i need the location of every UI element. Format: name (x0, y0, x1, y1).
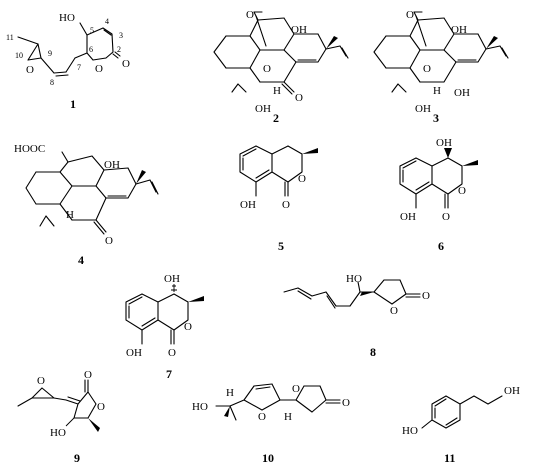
c9-carbonyl-o: O (84, 369, 92, 381)
c8-ring-o: O (390, 305, 398, 317)
c5-oh: OH (240, 199, 256, 211)
c4-hooc: HOOC (14, 143, 45, 155)
c10-h2: H (284, 411, 292, 423)
c1-ring-o: O (95, 63, 103, 75)
c10-ring-o2: O (292, 383, 300, 395)
compound-number-8: 8 (370, 345, 376, 359)
compound-9: O O O HO 9 (17, 369, 105, 465)
compound-7: OH O O OH 7 (125, 273, 204, 381)
c7-carbonyl-o: O (168, 347, 176, 359)
compound-6: OH O O OH 6 (399, 137, 478, 253)
c1-atom-9: 9 (48, 49, 52, 58)
c3-bridge-o: O (423, 63, 431, 75)
c3-oh-bottom: OH (415, 103, 431, 115)
c9-epoxide-o: O (37, 375, 45, 387)
compound-number-10: 10 (262, 451, 274, 465)
compound-4: HOOC OH H O 4 (14, 143, 159, 267)
c3-oh-top: OH (451, 24, 467, 36)
c1-ho: HO (59, 12, 75, 24)
compound-3: O OH O H OH OH 3 (373, 9, 509, 125)
c5-carbonyl-o: O (282, 199, 290, 211)
c1-epoxide-o: O (26, 64, 34, 76)
compound-1: HO 5 4 3 2 6 7 8 9 10 11 O O O 1 (6, 12, 130, 111)
compound-5: O O OH 5 (239, 145, 318, 253)
compound-8: HO O O 8 (283, 273, 430, 359)
c6-carbonyl-o: O (442, 211, 450, 223)
c10-ring-o1: O (258, 411, 266, 423)
c1-carbonyl-o: O (122, 58, 130, 70)
c10-h1: H (226, 387, 234, 399)
compound-10: HO H O O H O 10 (192, 383, 350, 465)
c6-oh-top: OH (436, 137, 452, 149)
compound-number-6: 6 (438, 239, 444, 253)
c4-ketone-o: O (105, 235, 113, 247)
c11-ho: HO (402, 425, 418, 437)
c6-oh: OH (400, 211, 416, 223)
c1-atom-2: 2 (117, 45, 121, 54)
c11-oh: OH (504, 385, 520, 397)
c2-bridge-o: O (263, 63, 271, 75)
c4-oh-top: OH (104, 159, 120, 171)
compound-number-3: 3 (433, 111, 439, 125)
c2-ketone2-o: O (295, 92, 303, 104)
c9-ho: HO (50, 427, 66, 439)
c8-carbonyl-o: O (422, 290, 430, 302)
c10-carbonyl-o: O (342, 397, 350, 409)
c1-atom-8: 8 (50, 78, 54, 87)
compound-2: O OH O H O OH 2 (213, 9, 349, 125)
compound-number-5: 5 (278, 239, 284, 253)
c3-oh-right: OH (454, 87, 470, 99)
c10-ho: HO (192, 401, 208, 413)
compound-number-11: 11 (444, 451, 455, 465)
c2-h: H (273, 85, 281, 97)
compound-11: HO OH 11 (402, 385, 520, 465)
c3-ketone-o: O (406, 9, 414, 21)
c1-atom-5: 5 (90, 26, 94, 35)
c1-atom-6: 6 (89, 45, 93, 54)
compound-number-2: 2 (273, 111, 279, 125)
c5-ring-o: O (298, 173, 306, 185)
c3-h: H (433, 85, 441, 97)
c6-ring-o: O (458, 185, 466, 197)
c9-ring-o: O (97, 401, 105, 413)
c2-oh-top: OH (291, 24, 307, 36)
compound-number-7: 7 (166, 367, 172, 381)
compound-number-9: 9 (74, 451, 80, 465)
c2-ketone-o: O (246, 9, 254, 21)
c2-oh-bottom: OH (255, 103, 271, 115)
c1-atom-11: 11 (6, 33, 14, 42)
c1-atom-7: 7 (77, 63, 81, 72)
c1-atom-4: 4 (105, 17, 109, 26)
c8-ho: HO (346, 273, 362, 285)
compound-number-1: 1 (70, 97, 76, 111)
c4-h: H (66, 209, 74, 221)
c1-atom-3: 3 (119, 31, 123, 40)
c1-atom-10: 10 (15, 51, 23, 60)
c7-oh-top: OH (164, 273, 180, 285)
c7-ring-o: O (184, 321, 192, 333)
c7-oh: OH (126, 347, 142, 359)
compound-number-4: 4 (78, 253, 84, 267)
